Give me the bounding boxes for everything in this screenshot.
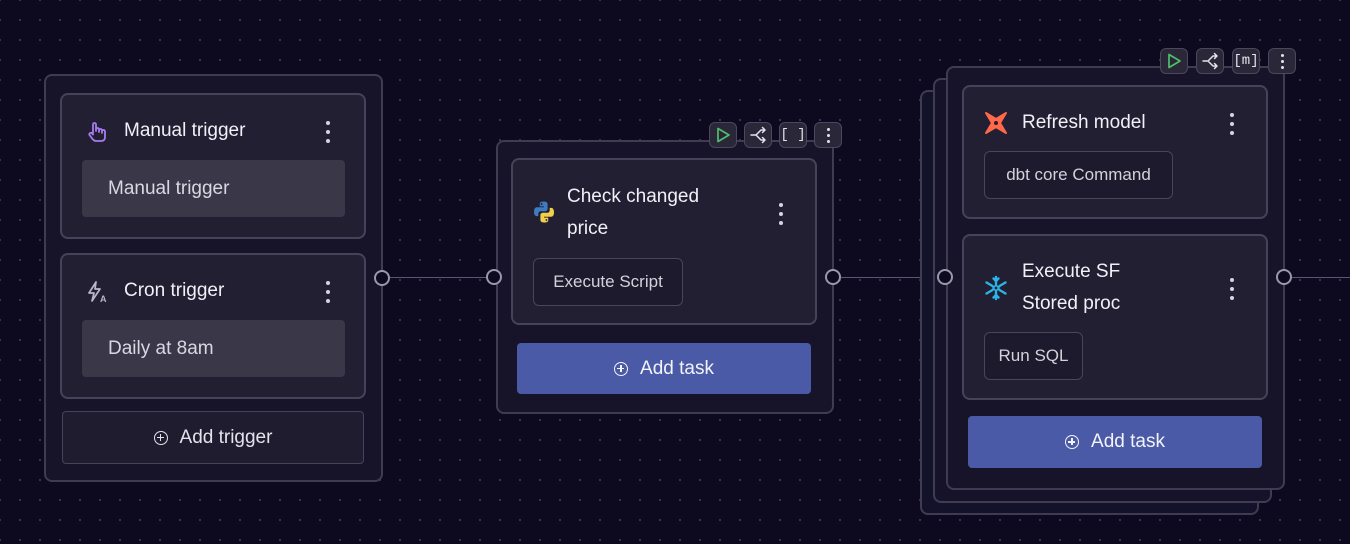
execute-sf-title-line1: Execute SF (1022, 261, 1121, 282)
task-group-1-menu-button[interactable] (814, 122, 842, 148)
task-group-2-menu-button[interactable] (1268, 48, 1296, 74)
branch-icon (750, 126, 766, 144)
cron-trigger-title: Cron trigger (124, 280, 225, 301)
execute-sf-menu-icon[interactable] (1228, 278, 1236, 300)
check-changed-price-card[interactable]: Check changed price Execute Script (511, 158, 817, 325)
play-icon (1168, 53, 1181, 69)
check-changed-price-title-line1: Check changed (567, 186, 700, 207)
snowflake-icon (985, 275, 1007, 301)
edge-triggers-to-task (390, 277, 487, 278)
execute-script-chip: Execute Script (533, 258, 683, 306)
task-group-2-input-port[interactable] (937, 269, 953, 285)
refresh-model-card[interactable]: Refresh model dbt core Command (962, 85, 1268, 219)
check-changed-price-title-line2: price (567, 218, 609, 239)
trigger-group-output-port[interactable] (374, 270, 390, 286)
execute-sf-stored-proc-card[interactable]: Execute SF Stored proc Run SQL (962, 234, 1268, 400)
run-task-button[interactable] (709, 122, 737, 148)
dbt-icon (985, 112, 1007, 134)
cron-bolt-icon: A (88, 281, 107, 304)
loop-bracket-button[interactable]: [ ] (779, 122, 807, 148)
kebab-icon (1280, 53, 1284, 69)
plus-circle-icon (614, 361, 629, 376)
execute-sf-title-line2: Stored proc (1022, 293, 1121, 314)
refresh-model-title: Refresh model (1022, 112, 1146, 133)
manual-trigger-detail: Manual trigger (82, 160, 345, 217)
hand-pointer-icon (88, 122, 106, 142)
manual-trigger-title: Manual trigger (124, 120, 246, 141)
add-task-label-2: Add task (1091, 431, 1165, 452)
cron-trigger-card[interactable]: A Cron trigger Daily at 8am (60, 253, 366, 399)
cron-trigger-menu-icon[interactable] (324, 281, 332, 303)
matrix-button[interactable]: [m] (1232, 48, 1260, 74)
edge-group-out (1292, 277, 1350, 278)
run-sql-chip: Run SQL (984, 332, 1083, 380)
task-group-2-output-port[interactable] (1276, 269, 1292, 285)
edge-task-to-group (841, 277, 921, 278)
add-task-button-2[interactable]: Add task (968, 416, 1262, 468)
branch-button[interactable] (1196, 48, 1224, 74)
kebab-icon (826, 127, 830, 143)
check-changed-price-menu-icon[interactable] (777, 203, 785, 225)
add-trigger-button[interactable]: Add trigger (62, 411, 364, 464)
add-trigger-label: Add trigger (179, 426, 273, 448)
task-group-1-output-port[interactable] (825, 269, 841, 285)
manual-trigger-menu-icon[interactable] (324, 121, 332, 143)
task-group-1-input-port[interactable] (486, 269, 502, 285)
python-icon (534, 201, 554, 223)
dbt-core-command-chip: dbt core Command (984, 151, 1173, 199)
plus-circle-icon (1065, 435, 1080, 449)
refresh-model-menu-icon[interactable] (1228, 113, 1236, 135)
play-icon (717, 127, 730, 143)
plus-circle-icon (153, 430, 168, 445)
add-task-button[interactable]: Add task (517, 343, 811, 394)
svg-text:A: A (100, 294, 107, 304)
cron-trigger-detail: Daily at 8am (82, 320, 345, 377)
branch-button[interactable] (744, 122, 772, 148)
run-task-group-button[interactable] (1160, 48, 1188, 74)
add-task-label: Add task (640, 357, 714, 379)
manual-trigger-card[interactable]: Manual trigger Manual trigger (60, 93, 366, 239)
branch-icon (1202, 52, 1218, 70)
